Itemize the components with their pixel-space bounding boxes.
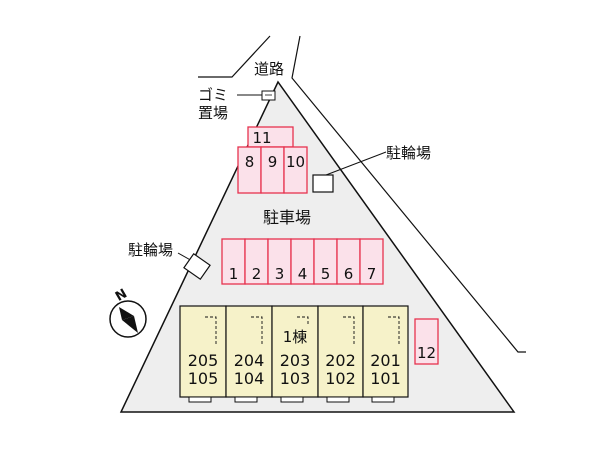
- bicycle-parking-left-label: 駐輪場: [128, 241, 173, 259]
- parking-spot-9: 9: [260, 146, 285, 194]
- parking-spot-label: 1: [229, 265, 239, 283]
- parking-spot-label: 3: [275, 265, 285, 283]
- parking-spot-label: 6: [344, 265, 354, 283]
- parking-spot-11: 11: [247, 126, 294, 148]
- parking-spot-label: 9: [268, 153, 278, 171]
- unit-entrance: [234, 396, 258, 403]
- parking-label: 駐車場: [263, 208, 311, 227]
- bicycle-parking-left: 駐輪場: [128, 241, 211, 281]
- building-unit: 201 101: [362, 305, 409, 403]
- bicycle-parking-right: 駐輪場: [312, 144, 431, 193]
- parking-spot-label: 5: [321, 265, 331, 283]
- north-compass: N: [109, 286, 147, 338]
- unit-outline: [179, 305, 227, 398]
- garbage-label-line2: 置場: [198, 104, 228, 122]
- unit-entrance: [280, 396, 304, 403]
- bicycle-parking-left-box: [183, 252, 211, 281]
- road-label: 道路: [254, 60, 284, 78]
- road-lines: [198, 35, 526, 353]
- parking-spot-11-label: 11: [252, 129, 271, 147]
- parking-spot-8: 8: [237, 146, 262, 194]
- unit-lower-number: 102: [325, 369, 356, 388]
- compass-arrow-icon: [119, 307, 134, 320]
- garbage-label-line1: ゴミ: [198, 86, 228, 104]
- parking-row: 1 2 3 4 5 6 7: [221, 238, 384, 285]
- building-label: 1棟: [283, 328, 308, 346]
- unit-upper-number: 201: [370, 351, 401, 370]
- parking-spot-6: 6: [336, 238, 361, 285]
- parking-spot-7: 7: [359, 238, 384, 285]
- unit-lower-number: 103: [280, 369, 311, 388]
- parking-spot-label: 8: [245, 153, 255, 171]
- unit-lower-number: 104: [234, 369, 265, 388]
- unit-upper-number: 203: [280, 351, 311, 370]
- building-1: 205 105 204 104 1棟 203 103 202 102: [179, 305, 409, 403]
- parking-spot-label: 7: [367, 265, 377, 283]
- parking-spot-label: 4: [298, 265, 308, 283]
- bicycle-parking-right-leader: [325, 151, 387, 176]
- bicycle-parking-right-label: 駐輪場: [386, 144, 431, 162]
- parking-spot-12: 12: [414, 318, 439, 365]
- unit-upper-number: 204: [234, 351, 265, 370]
- garbage-area: ゴミ 置場: [198, 86, 276, 122]
- parking-spot-3: 3: [267, 238, 292, 285]
- parking-spot-1: 1: [221, 238, 246, 285]
- parking-group-top: 8 9 10: [237, 146, 308, 194]
- garbage-box: [261, 90, 276, 101]
- unit-upper-number: 202: [325, 351, 356, 370]
- parking-spot-4: 4: [290, 238, 315, 285]
- unit-entrance: [188, 396, 212, 403]
- unit-entrance: [326, 396, 350, 403]
- parking-spot-2: 2: [244, 238, 269, 285]
- parking-spot-10: 10: [283, 146, 308, 194]
- parking-spot-5: 5: [313, 238, 338, 285]
- unit-upper-number: 205: [188, 351, 219, 370]
- parking-spot-label: 10: [286, 153, 305, 171]
- building-unit: 205 105: [179, 305, 227, 403]
- building-unit: 202 102: [317, 305, 364, 403]
- unit-lower-number: 101: [370, 369, 401, 388]
- building-unit: 1棟 203 103: [271, 305, 319, 403]
- parking-spot-label: 2: [252, 265, 262, 283]
- building-unit: 204 104: [225, 305, 273, 403]
- parking-spot-12-label: 12: [417, 344, 436, 362]
- unit-outline: [362, 305, 409, 398]
- bicycle-parking-right-box: [312, 174, 334, 193]
- unit-lower-number: 105: [188, 369, 219, 388]
- unit-entrance: [371, 396, 395, 403]
